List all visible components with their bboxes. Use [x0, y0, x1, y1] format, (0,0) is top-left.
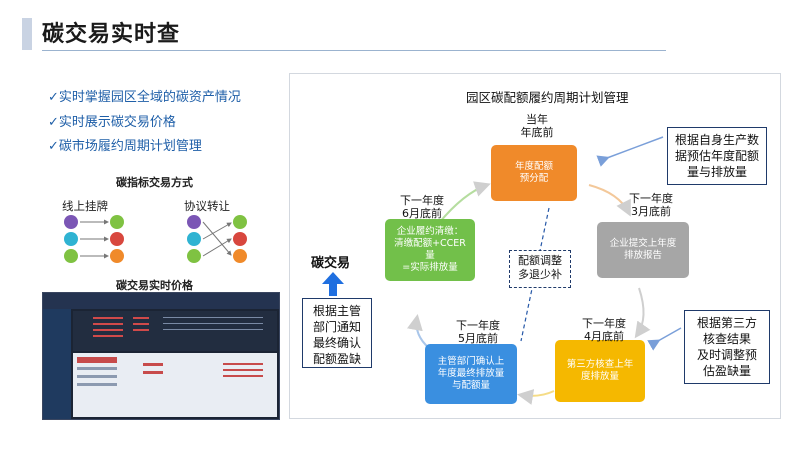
confirm-surplus-note: 根据主管 部门通知 最终确认 配额盈缺 [302, 298, 372, 368]
seller-dot [233, 215, 247, 229]
agreement-transfer-arrows [202, 221, 232, 257]
seller-dot [110, 232, 124, 246]
time-label-june: 下一年度 6月底前 [400, 194, 444, 220]
step-authority-confirm: 主管部门确认上 年度最终排放量 与配额量 [425, 344, 517, 404]
agreement-transfer-label: 协议转让 [184, 199, 230, 213]
screenshot-price-grid [73, 311, 277, 351]
buyer-dot [64, 249, 78, 263]
time-label-current-year: 当年 年底前 [520, 113, 554, 139]
buyer-dot [64, 232, 78, 246]
seller-dot [110, 215, 124, 229]
screenshot-topbar [43, 293, 279, 309]
buyer-dot [187, 232, 201, 246]
online-listing-arrows [80, 219, 109, 259]
adjust-estimate-note: 根据第三方 核查结果 及时调整预 估盈缺量 [684, 310, 770, 384]
title-underline [42, 50, 666, 51]
cycle-arrows [407, 136, 682, 405]
time-label-april: 下一年度 4月底前 [582, 317, 626, 343]
title-accent-bar [22, 18, 32, 50]
trade-methods-title: 碳指标交易方式 [116, 176, 193, 189]
time-label-march: 下一年度 3月底前 [629, 192, 673, 218]
page-title: 碳交易实时查 [42, 22, 181, 47]
step-emission-report: 企业提交上年度 排放报告 [597, 222, 689, 278]
step-label: 年度配额 预分配 [514, 161, 553, 184]
feature-list: ✓实时掌握园区全域的碳资产情况 ✓实时展示碳交易价格 ✓碳市场履约周期计划管理 [48, 86, 241, 160]
seller-dot [233, 232, 247, 246]
carbon-trade-label: 碳交易 [311, 256, 351, 271]
seller-dot [110, 249, 124, 263]
feature-item: ✓碳市场履约周期计划管理 [48, 139, 202, 154]
online-listing-label: 线上挂牌 [62, 199, 108, 213]
up-arrow-icon [322, 272, 344, 296]
step-third-party-verify: 第三方核查上年 度排放量 [555, 340, 645, 402]
diagram-title: 园区碳配额履约周期计划管理 [466, 90, 629, 105]
feature-item: ✓实时掌握园区全域的碳资产情况 [48, 90, 241, 105]
buyer-dot [187, 249, 201, 263]
screenshot-sidebar [43, 309, 71, 419]
step-enterprise-settle: 企业履约清缴： 清缴配额+CCER 量 =实际排放量 [385, 219, 475, 281]
feature-item: ✓实时展示碳交易价格 [48, 114, 176, 130]
quota-adjust-note: 配额调整 多退少补 [509, 250, 571, 288]
seller-dot [233, 249, 247, 263]
buyer-dot [187, 215, 201, 229]
time-label-may: 下一年度 5月底前 [456, 319, 500, 345]
screenshot-order-panel [73, 353, 277, 417]
estimate-note: 根据自身生产数 据预估年度配额 量与排放量 [667, 127, 767, 185]
trading-platform-screenshot [42, 292, 280, 420]
step-label: 企业提交上年度 排放报告 [609, 238, 677, 261]
step-label: 第三方核查上年 度排放量 [566, 359, 634, 382]
step-label: 企业履约清缴： 清缴配额+CCER 量 =实际排放量 [394, 226, 466, 273]
step-label: 主管部门确认上 年度最终排放量 与配额量 [437, 356, 505, 391]
buyer-dot [64, 215, 78, 229]
step-annual-allocation: 年度配额 预分配 [491, 145, 577, 201]
price-title: 碳交易实时价格 [116, 279, 193, 292]
